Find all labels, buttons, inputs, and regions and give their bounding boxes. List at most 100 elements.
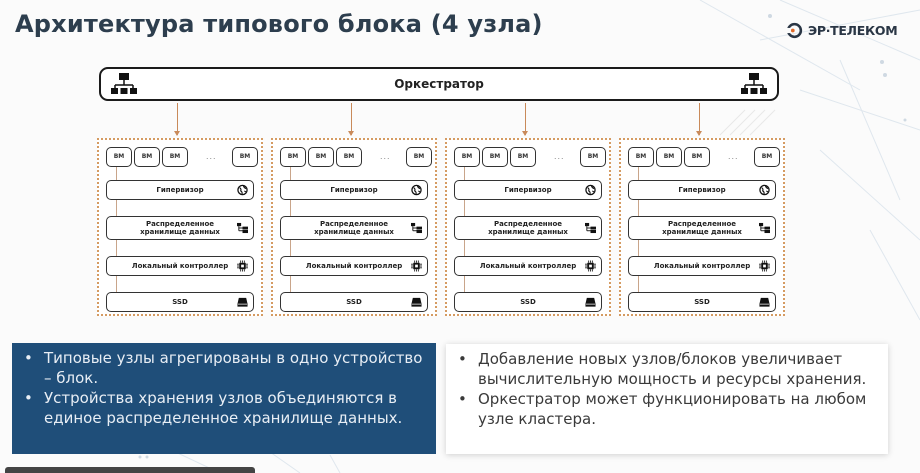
slide-title: Архитектура типового блока (4 узла) (15, 10, 543, 38)
layer-connector (638, 167, 639, 180)
vm-box: ВМ (684, 147, 710, 167)
layer-label: SSD (172, 298, 188, 306)
orchestrator-to-node-arrow (696, 103, 702, 136)
globe-icon (585, 184, 596, 196)
layer-connector (290, 167, 291, 180)
layer-box: Гипервизор (280, 180, 428, 200)
layer-connector (116, 167, 117, 180)
layer-label: Локальный контроллер (305, 262, 403, 270)
vm-ellipsis: ... (728, 151, 739, 161)
layer-label: Локальный контроллер (131, 262, 229, 270)
orchestrator-bar: Оркестратор (99, 67, 779, 101)
layer-connector (290, 200, 291, 216)
globe-icon (237, 184, 248, 196)
logo-text: ЭР·ТЕЛЕКОМ (808, 23, 898, 38)
layer-connector (638, 276, 639, 292)
globe-icon (759, 184, 770, 196)
chip-icon (237, 260, 248, 272)
note-left-2: Устройства хранения узлов объединяются в… (22, 388, 426, 428)
layer-box: Локальный контроллер (106, 256, 254, 276)
layer-box: Гипервизор (454, 180, 602, 200)
layer-box: Распределенное хранилище данных (106, 216, 254, 240)
vm-box: ВМ (336, 147, 362, 167)
layer-box: Распределенное хранилище данных (280, 216, 428, 240)
disk-drive-icon (411, 297, 422, 308)
note-left-1: Типовые узлы агрегированы в одно устройс… (22, 348, 426, 388)
chip-icon (759, 260, 770, 272)
disk-drive-icon (759, 297, 770, 308)
layer-label: Локальный контроллер (479, 262, 577, 270)
orchestrator-label: Оркестратор (394, 77, 484, 91)
info-box-right: Добавление новых узлов/блоков увеличивае… (446, 344, 888, 454)
vm-box: ВМ (580, 147, 606, 167)
layer-box: Гипервизор (628, 180, 776, 200)
network-hierarchy-icon (111, 73, 137, 94)
layer-label: Распределенное хранилище данных (140, 220, 220, 236)
disk-drive-icon (237, 297, 248, 308)
layer-box: Распределенное хранилище данных (454, 216, 602, 240)
chip-icon (411, 260, 422, 272)
layer-label: Гипервизор (156, 186, 204, 194)
globe-icon (411, 184, 422, 196)
company-logo: ЭР·ТЕЛЕКОМ (786, 22, 898, 39)
network-hierarchy-icon (741, 73, 767, 94)
layer-label: SSD (694, 298, 710, 306)
layer-box: Распределенное хранилище данных (628, 216, 776, 240)
vm-box: ВМ (106, 147, 132, 167)
vm-box: ВМ (510, 147, 536, 167)
storage-tree-icon (585, 222, 596, 234)
layer-box: Гипервизор (106, 180, 254, 200)
note-right-2: Оркестратор может функционировать на люб… (456, 389, 878, 429)
vm-box: ВМ (308, 147, 334, 167)
vm-box: ВМ (406, 147, 432, 167)
orchestrator-to-node-arrow (522, 103, 528, 136)
bottom-edge-bar (5, 467, 255, 473)
layer-label: Гипервизор (504, 186, 552, 194)
layer-label: Распределенное хранилище данных (488, 220, 568, 236)
layer-connector (290, 240, 291, 256)
vm-ellipsis: ... (380, 151, 391, 161)
er-telecom-logo-icon (786, 22, 803, 39)
storage-tree-icon (759, 222, 770, 234)
layer-box: SSD (280, 292, 428, 312)
disk-drive-icon (585, 297, 596, 308)
info-box-left: Типовые узлы агрегированы в одно устройс… (12, 343, 436, 454)
layer-label: Распределенное хранилище данных (314, 220, 394, 236)
layer-connector (464, 276, 465, 292)
vm-box: ВМ (482, 147, 508, 167)
layer-label: Гипервизор (330, 186, 378, 194)
vm-box: ВМ (656, 147, 682, 167)
layer-connector (464, 200, 465, 216)
vm-ellipsis: ... (554, 151, 565, 161)
vm-ellipsis: ... (206, 151, 217, 161)
layer-connector (116, 200, 117, 216)
storage-tree-icon (411, 222, 422, 234)
layer-label: SSD (346, 298, 362, 306)
layer-label: Гипервизор (678, 186, 726, 194)
storage-tree-icon (237, 222, 248, 234)
layer-label: Распределенное хранилище данных (662, 220, 742, 236)
vm-box: ВМ (134, 147, 160, 167)
vm-box: ВМ (232, 147, 258, 167)
layer-connector (116, 276, 117, 292)
layer-box: SSD (106, 292, 254, 312)
layer-box: SSD (454, 292, 602, 312)
vm-box: ВМ (454, 147, 480, 167)
layer-connector (116, 240, 117, 256)
layer-connector (464, 240, 465, 256)
chip-icon (585, 260, 596, 272)
vm-box: ВМ (280, 147, 306, 167)
note-right-1: Добавление новых узлов/блоков увеличивае… (456, 349, 878, 389)
orchestrator-to-node-arrow (174, 103, 180, 136)
layer-label: SSD (520, 298, 536, 306)
layer-box: Локальный контроллер (454, 256, 602, 276)
vm-box: ВМ (754, 147, 780, 167)
